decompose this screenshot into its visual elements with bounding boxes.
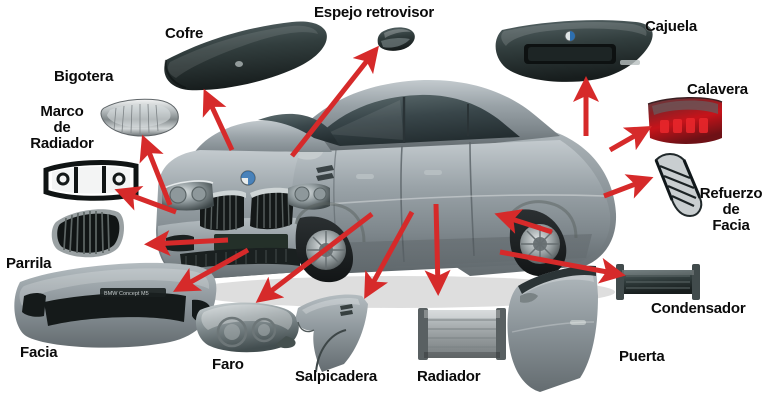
hood-part xyxy=(164,21,327,91)
label-puerta: Puerta xyxy=(619,348,665,365)
tail-light-part xyxy=(647,97,723,144)
label-salpicadera: Salpicadera xyxy=(295,368,378,385)
arrow-to-puerta xyxy=(494,209,553,235)
label-parrila: Parrila xyxy=(6,255,52,272)
arrow-to-facia xyxy=(173,247,250,292)
grille-part xyxy=(51,209,124,258)
arrow-to-condensador xyxy=(499,249,626,284)
radiator-part xyxy=(418,308,506,360)
bumper-trim-part xyxy=(100,98,179,137)
arrow-to-parrila xyxy=(144,230,229,257)
arrow-to-calavera xyxy=(608,126,652,153)
label-cofre: Cofre xyxy=(165,25,204,42)
trunk-lid-part xyxy=(495,20,653,82)
label-calavera: Calavera xyxy=(687,81,748,98)
label-cajuela: Cajuela xyxy=(645,18,697,35)
label-refuerzo-de-facia: Refuerzo de Facia xyxy=(699,185,763,235)
car-headlight-left xyxy=(161,180,214,211)
condenser-part xyxy=(616,264,700,300)
arrow-to-bigotera xyxy=(139,134,173,206)
headlight-part xyxy=(195,302,299,353)
arrow-to-salpicadera xyxy=(364,210,415,300)
label-facia: Facia xyxy=(20,344,58,361)
fender-part xyxy=(296,294,368,373)
front-bumper-part: BMW Concept M5 xyxy=(14,262,217,348)
label-bigotera: Bigotera xyxy=(54,68,114,85)
arrow-to-radiador xyxy=(424,203,451,296)
arrow-to-cofre xyxy=(202,88,235,152)
bumper-reinforce-part xyxy=(654,153,703,218)
arrow-to-espejo xyxy=(290,45,379,158)
side-mirror-part xyxy=(377,27,415,51)
label-condensador: Condensador xyxy=(651,300,746,317)
arrow-to-faro xyxy=(255,212,374,303)
label-faro: Faro xyxy=(212,356,244,373)
arrow-to-marco xyxy=(114,186,177,215)
svg-text:BMW Concept M5: BMW Concept M5 xyxy=(104,291,149,297)
label-marco-de-radiador: Marco de Radiador xyxy=(30,103,94,153)
door-part xyxy=(507,265,598,392)
arrow-to-refuerzo xyxy=(603,174,654,199)
car-illustration xyxy=(156,79,617,308)
label-radiador: Radiador xyxy=(417,368,481,385)
label-espejo-retrovisor: Espejo retrovisor xyxy=(314,4,434,21)
